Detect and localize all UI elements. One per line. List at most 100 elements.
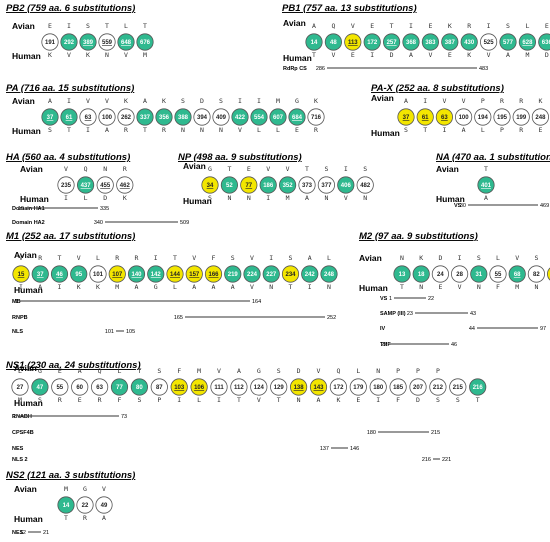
avian-residue: V: [77, 254, 81, 262]
site-number: 462: [120, 183, 131, 189]
human-residue: N: [105, 51, 109, 59]
avian-residue: E: [545, 22, 549, 30]
avian-residue: M: [64, 485, 68, 493]
site-circle: [320, 265, 338, 283]
avian-residue: R: [135, 254, 139, 262]
avian-residue: S: [534, 254, 538, 262]
site-number: 577: [503, 40, 514, 46]
human-residue: V: [344, 194, 348, 202]
avian-residue: K: [124, 97, 128, 105]
site-number: 401: [481, 183, 492, 189]
domain-label: Domain HA1: [12, 206, 45, 212]
avian-residue: R: [500, 97, 504, 105]
site-circle: [11, 378, 29, 396]
human-residue: R: [124, 126, 128, 134]
site-circle: [230, 378, 248, 396]
site-number: 13: [399, 272, 406, 278]
domain-start: 1: [389, 296, 392, 302]
site-number: 143: [313, 385, 324, 391]
site-number: 257: [387, 40, 398, 46]
site-number: 648: [121, 40, 132, 46]
human-residue: E: [351, 51, 355, 59]
panel-title: PB2 (759 aa. 6 substitutions): [6, 3, 135, 14]
avian-residue: V: [286, 165, 290, 173]
avian-residue: I: [423, 97, 427, 105]
site-circle: [421, 33, 439, 51]
avian-residue: T: [227, 165, 231, 173]
avian-residue: T: [173, 254, 177, 262]
site-number: 394: [197, 115, 208, 121]
human-residue: S: [48, 126, 52, 134]
site-circle: [60, 33, 78, 51]
site-circle: [363, 33, 381, 51]
human-label: Human: [14, 514, 43, 524]
site-circle: [50, 265, 69, 283]
domain-end: 483: [479, 66, 488, 72]
human-residue: A: [38, 283, 42, 291]
avian-label: Avian: [436, 164, 459, 174]
human-residue: M: [18, 396, 22, 404]
site-number: 234: [285, 272, 296, 278]
site-number: 95: [75, 272, 82, 278]
human-residue: T: [400, 283, 404, 291]
site-number: 191: [45, 40, 56, 46]
human-residue: D: [103, 194, 107, 202]
avian-residue: A: [312, 22, 316, 30]
human-residue: I: [217, 396, 221, 404]
human-residue: K: [77, 283, 81, 291]
site-circle: [416, 108, 434, 126]
human-residue: A: [135, 283, 139, 291]
avian-residue: S: [289, 254, 293, 262]
avian-residue: N: [376, 367, 380, 375]
site-number: 554: [254, 115, 265, 121]
site-circle: [60, 108, 78, 126]
human-residue: N: [477, 283, 481, 291]
human-residue: I: [308, 283, 312, 291]
avian-residue: E: [58, 367, 62, 375]
avian-residue: S: [181, 97, 185, 105]
human-residue: M: [515, 283, 519, 291]
site-circle: [324, 33, 342, 51]
site-number: 559: [102, 40, 113, 46]
site-circle: [155, 108, 173, 126]
site-number: 52: [226, 183, 233, 189]
domain-end: 21: [43, 530, 49, 536]
avian-residue: I: [67, 97, 71, 105]
site-number: 60: [76, 385, 83, 391]
avian-residue: T: [105, 22, 109, 30]
human-residue: E: [356, 396, 360, 404]
site-number: 406: [341, 183, 352, 189]
site-number: 437: [81, 183, 92, 189]
human-residue: V: [487, 51, 491, 59]
domain-start: 23: [407, 311, 413, 317]
site-number: 48: [330, 40, 337, 46]
site-number: 77: [245, 183, 252, 189]
human-residue: V: [250, 283, 254, 291]
site-circle: [281, 265, 300, 283]
human-label: Human: [12, 126, 41, 136]
avian-residue: V: [351, 22, 355, 30]
human-residue: N: [269, 283, 273, 291]
domain-end: 43: [470, 311, 476, 317]
domain-end: 97: [540, 326, 546, 332]
avian-residue: T: [305, 165, 309, 173]
site-number: 242: [305, 272, 316, 278]
human-residue: I: [64, 194, 68, 202]
human-residue: N: [200, 126, 204, 134]
avian-residue: A: [48, 97, 52, 105]
human-residue: F: [496, 283, 500, 291]
site-number: 227: [266, 272, 277, 278]
human-residue: I: [266, 194, 270, 202]
site-number: 387: [445, 40, 456, 46]
site-number: 129: [274, 385, 285, 391]
site-circle: [95, 496, 113, 514]
site-circle: [108, 265, 126, 283]
site-circle: [270, 378, 288, 396]
human-label: Human: [359, 283, 388, 293]
domain-label: NLS: [12, 329, 23, 335]
site-number: 87: [156, 385, 163, 391]
site-circle: [243, 265, 261, 283]
human-residue: R: [58, 396, 62, 404]
site-circle: [201, 176, 219, 194]
site-number: 46: [56, 272, 63, 278]
